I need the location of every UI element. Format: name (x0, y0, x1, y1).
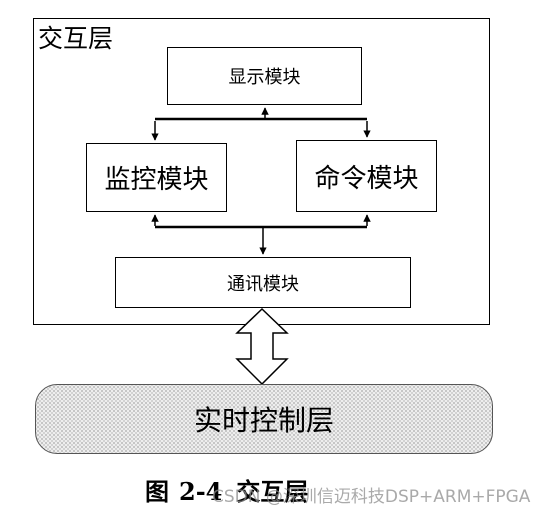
monitor-module-label: 监控模块 (104, 165, 209, 195)
upper-bus (151, 107, 371, 141)
caption-title: 交互层 (236, 477, 309, 506)
communication-module-label: 通讯模块 (227, 273, 299, 295)
realtime-control-layer-label: 实时控制层 (193, 404, 334, 437)
command-module: 命令模块 (296, 140, 437, 212)
monitor-module: 监控模块 (86, 143, 227, 212)
caption-number: 2-4 (179, 477, 223, 506)
command-module-label: 命令模块 (314, 163, 419, 194)
interaction-layer-label: 交互层 (38, 24, 114, 53)
communication-module: 通讯模块 (115, 257, 411, 308)
realtime-control-layer: 实时控制层 (35, 384, 493, 454)
lower-bus (151, 214, 371, 255)
watermark: CSDN @深圳信迈科技DSP+ARM+FPGA (212, 487, 531, 507)
layer-double-arrow (235, 307, 289, 386)
display-module-label: 显示模块 (228, 67, 301, 88)
caption-prefix: 图 (145, 477, 169, 506)
display-module: 显示模块 (167, 47, 362, 105)
figure-caption: 图 2-4 交互层 (145, 477, 308, 507)
